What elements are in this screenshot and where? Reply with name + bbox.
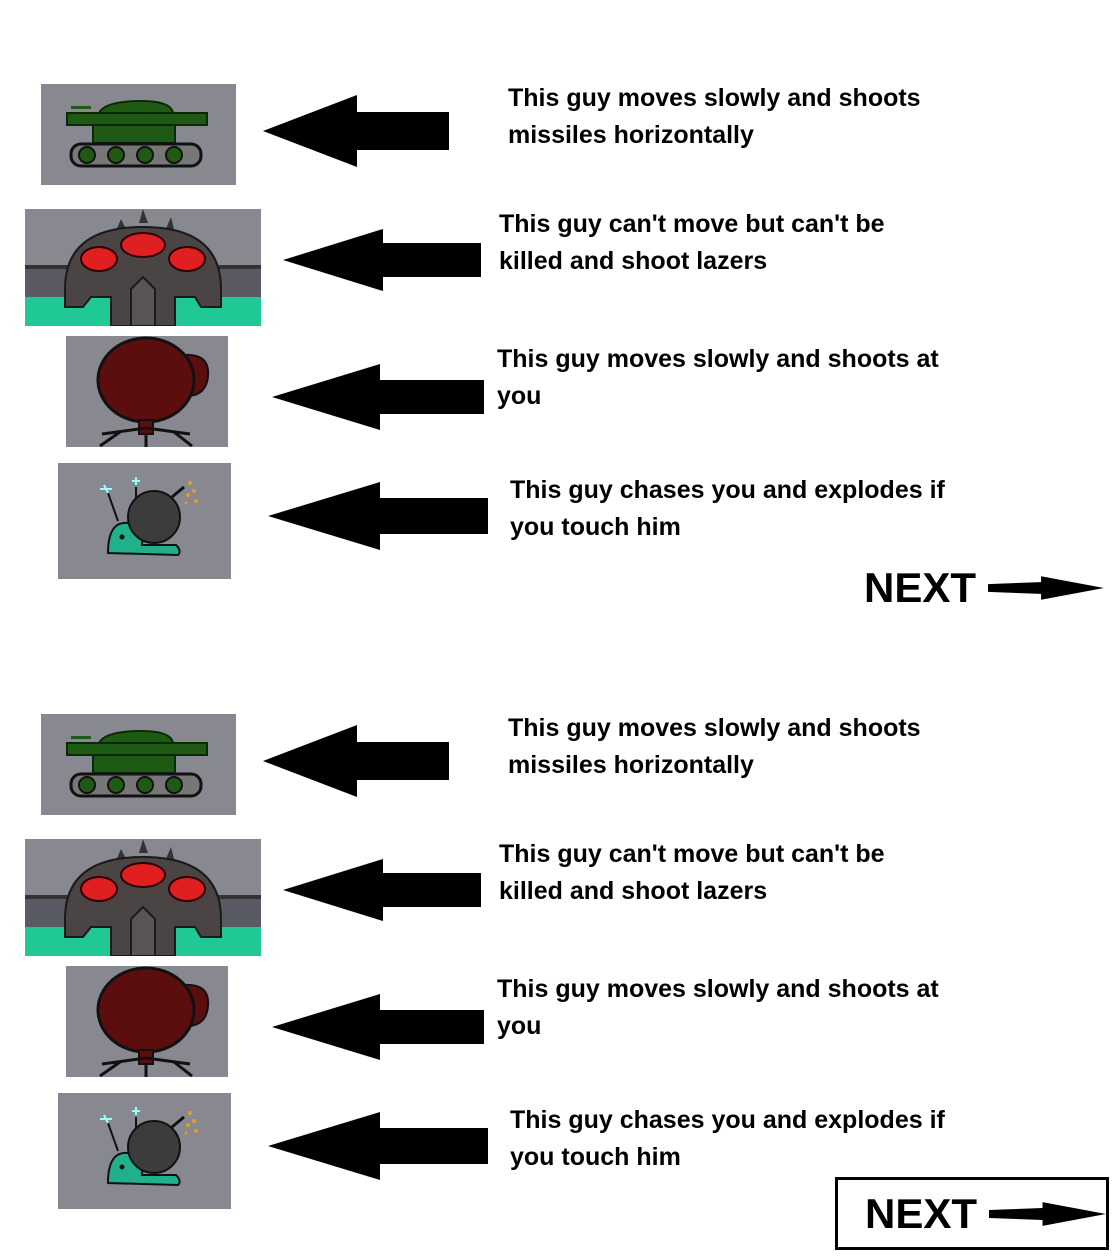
tank-sprite <box>41 714 236 815</box>
enemy-description: This guy moves slowly and shoots missile… <box>508 80 921 154</box>
next-button[interactable]: NEXT <box>864 563 1104 613</box>
left-arrow-icon <box>272 994 484 1060</box>
next-label: NEXT <box>864 564 977 611</box>
turret-dome-sprite <box>25 209 261 326</box>
description-line: killed and shoot lazers <box>499 247 768 275</box>
red-walker-sprite <box>66 966 228 1077</box>
bomb-snail-sprite <box>58 1093 231 1209</box>
right-arrow-icon <box>989 1201 1106 1226</box>
bomb-snail-sprite <box>58 463 231 579</box>
description-line: missiles horizontally <box>508 751 754 779</box>
description-line: This guy moves slowly and shoots <box>508 84 921 112</box>
left-arrow-icon <box>263 95 449 167</box>
left-arrow-icon <box>263 725 449 797</box>
description-line: you touch him <box>510 1143 681 1171</box>
tank-sprite <box>41 84 236 185</box>
description-line: you <box>497 382 542 410</box>
right-arrow-icon <box>988 576 1104 600</box>
description-line: you touch him <box>510 513 681 541</box>
description-line: This guy chases you and explodes if <box>510 1106 945 1134</box>
next-button-hovered[interactable]: NEXT <box>835 1177 1109 1250</box>
description-line: This guy can't move but can't be <box>499 210 885 238</box>
left-arrow-icon <box>283 859 481 921</box>
enemy-description: This guy chases you and explodes if you … <box>510 1102 945 1176</box>
left-arrow-icon <box>272 364 484 430</box>
red-walker-sprite <box>66 336 228 447</box>
description-line: This guy can't move but can't be <box>499 840 885 868</box>
description-line: This guy moves slowly and shoots <box>508 714 921 742</box>
enemy-description: This guy chases you and explodes if you … <box>510 472 945 546</box>
left-arrow-icon <box>268 482 488 550</box>
description-line: This guy moves slowly and shoots at <box>497 975 939 1003</box>
left-arrow-icon <box>283 229 481 291</box>
description-line: killed and shoot lazers <box>499 877 768 905</box>
description-line: This guy moves slowly and shoots at <box>497 345 939 373</box>
description-line: This guy chases you and explodes if <box>510 476 945 504</box>
enemy-description: This guy moves slowly and shoots at you <box>497 971 939 1045</box>
enemy-description: This guy moves slowly and shoots missile… <box>508 710 921 784</box>
enemy-description: This guy moves slowly and shoots at you <box>497 341 939 415</box>
next-label: NEXT <box>865 1189 978 1237</box>
enemy-description: This guy can't move but can't be killed … <box>499 206 885 280</box>
description-line: missiles horizontally <box>508 121 754 149</box>
left-arrow-icon <box>268 1112 488 1180</box>
turret-dome-sprite <box>25 839 261 956</box>
description-line: you <box>497 1012 542 1040</box>
enemy-description: This guy can't move but can't be killed … <box>499 836 885 910</box>
